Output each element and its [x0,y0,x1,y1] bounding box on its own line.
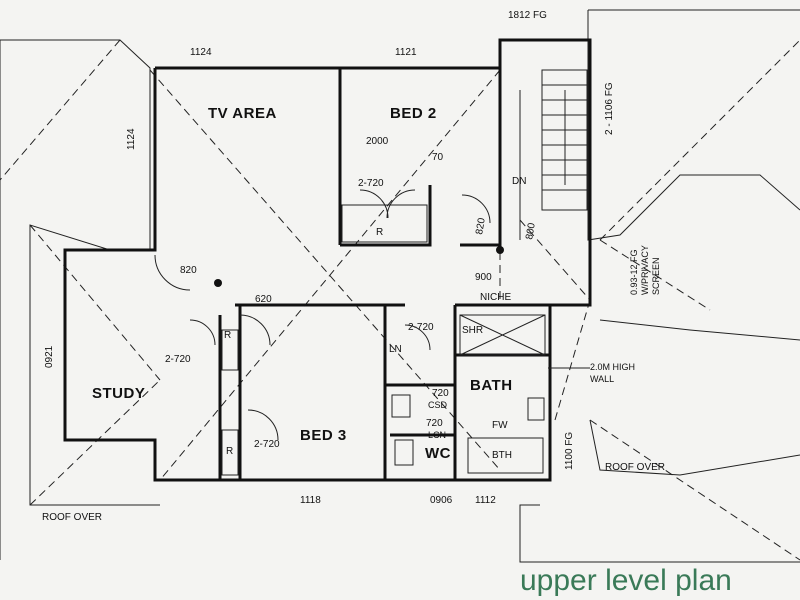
label-robe-study: R [224,330,231,341]
dim-2x1106fg: 2 - 1106 FG [604,82,615,135]
dim-1124-top: 1124 [190,47,212,58]
staircase [519,69,588,240]
dim-2x720-bed3: 2-720 [254,439,280,450]
dim-620: 620 [255,294,272,305]
dim-0906: 0906 [430,495,453,506]
label-bth: BTH [492,450,512,461]
dim-800: 800 [524,222,538,241]
dim-1100fg: 1100 FG [564,432,575,470]
room-label-tv-area: TV AREA [208,105,277,122]
plan-caption: upper level plan [520,564,732,597]
dim-0921: 0921 [44,345,55,368]
label-robe-bed3: R [226,446,233,457]
label-ln: LN [389,344,402,355]
dim-2x720-bed2: 2-720 [358,178,384,189]
dim-70: 70 [432,152,444,163]
dim-900: 900 [475,272,492,283]
note-roof-over-left: ROOF OVER [42,512,102,523]
label-niche: NICHE [480,292,511,303]
dim-720-a: 720 [432,388,449,399]
note-privacy-line1: 0.93-12 FG [629,249,639,295]
dim-2000: 2000 [366,136,389,147]
dim-1124-side: 1124 [126,128,137,150]
roof-hip-lines [0,39,800,561]
room-label-bed3: BED 3 [300,427,347,444]
label-dn: DN [512,176,526,187]
note-privacy-line3: SCREEN [651,257,661,295]
label-robe-bed2: R [376,227,383,238]
dim-2x720-ln: 2-720 [408,322,434,333]
label-fw: FW [492,420,508,431]
room-label-study: STUDY [92,385,145,402]
note-privacy-line2: W/PRIVACY [640,245,650,295]
room-label-wc: WC [425,445,451,462]
room-label-bath: BATH [470,377,513,394]
door-swings [154,189,491,441]
fixtures [214,204,590,476]
label-lcn: LCN [428,430,446,440]
label-csd: CSD [428,400,448,410]
note-roof-over-right: ROOF OVER [605,462,665,473]
walls [63,38,592,482]
dim-820-b: 820 [180,265,197,276]
dim-1112: 1112 [475,495,496,506]
dim-720-b: 720 [426,418,443,429]
note-high-wall-line1: 2.0M HIGH [590,362,635,372]
dim-1118: 1118 [300,495,321,506]
dim-820-a: 820 [474,217,488,236]
label-shr: SHR [462,325,483,336]
dim-2x720-study: 2-720 [165,354,191,365]
room-label-bed2: BED 2 [390,105,437,122]
note-high-wall-line2: WALL [590,374,614,384]
dim-1121: 1121 [395,47,417,58]
dim-1812fg: 1812 FG [508,10,547,21]
